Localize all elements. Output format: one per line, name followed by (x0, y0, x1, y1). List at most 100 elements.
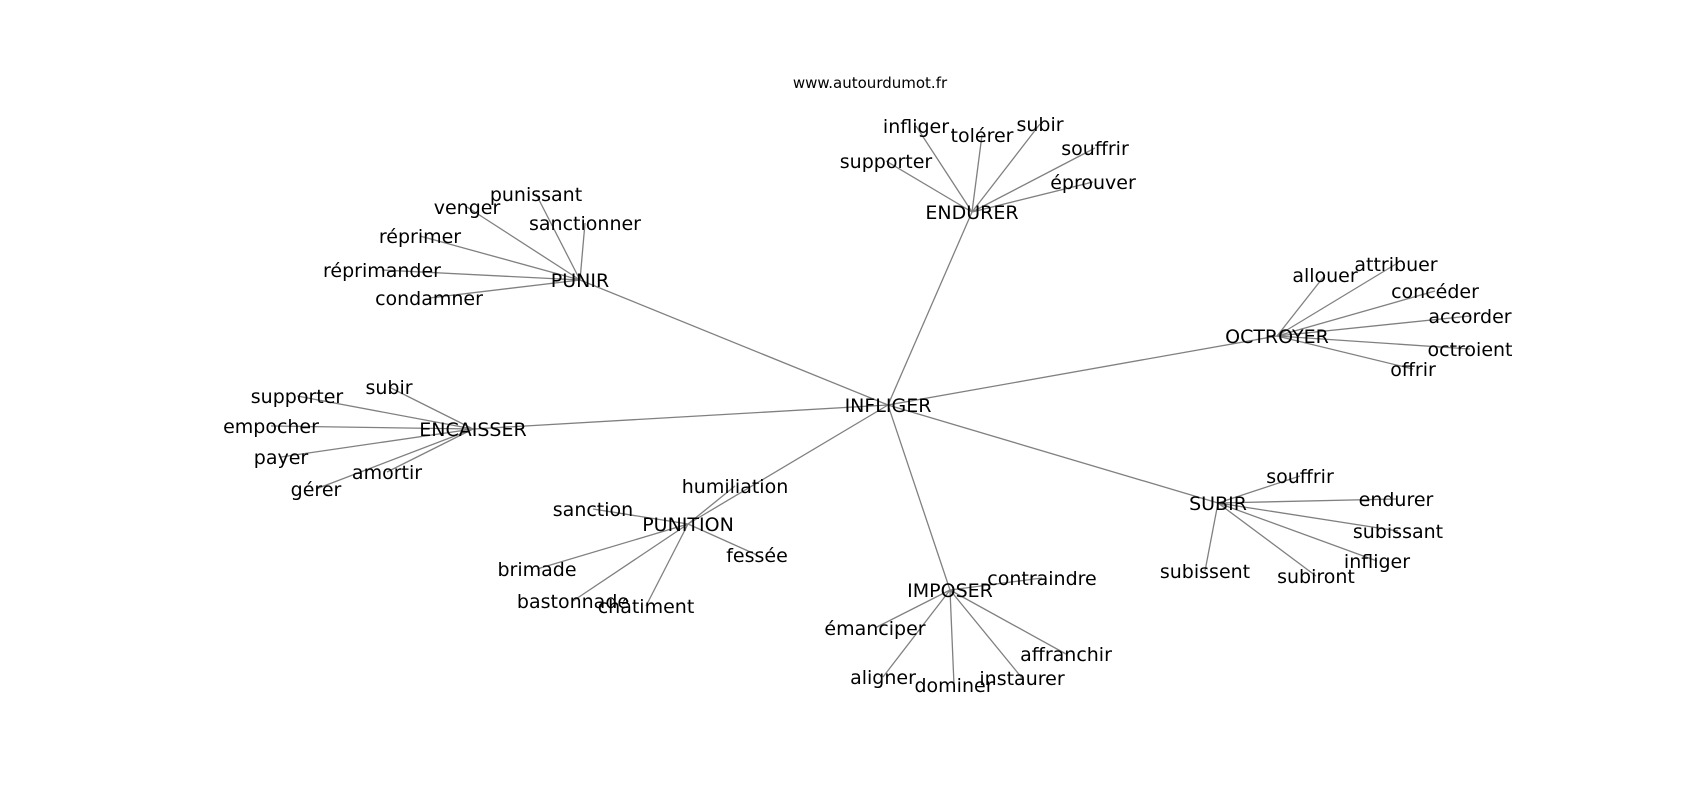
center-node[interactable]: INFLIGER (845, 395, 932, 417)
leaf-node-encaisser-1[interactable]: supporter (251, 386, 344, 408)
leaf-node-encaisser-2[interactable]: empocher (223, 416, 319, 438)
leaf-node-imposer-5[interactable]: instaurer (979, 668, 1064, 690)
edge-center-subir (887, 404, 1219, 504)
leaf-node-imposer-1[interactable]: émanciper (824, 618, 925, 640)
leaf-node-octroyer-3[interactable]: accorder (1428, 306, 1511, 328)
edge-imposer-4 (949, 589, 955, 686)
edge-octroyer-2 (1276, 290, 1436, 337)
edge-punir-1 (466, 206, 581, 281)
edge-punir-3 (419, 235, 581, 281)
hub-node-encaisser[interactable]: ENCAISSER (419, 419, 526, 441)
leaf-node-endurer-0[interactable]: infliger (883, 116, 949, 138)
hub-node-subir[interactable]: SUBIR (1189, 493, 1247, 515)
leaf-node-encaisser-3[interactable]: payer (254, 447, 309, 469)
hub-node-octroyer[interactable]: OCTROYER (1225, 326, 1329, 348)
leaf-node-subir-5[interactable]: subiront (1277, 566, 1355, 588)
edge-subir-4 (1204, 502, 1219, 572)
hub-node-endurer[interactable]: ENDURER (925, 202, 1018, 224)
edge-subir-1 (1217, 498, 1397, 504)
leaf-node-octroyer-4[interactable]: octroient (1428, 339, 1513, 361)
edge-subir-3 (1217, 502, 1378, 562)
leaf-node-punition-1[interactable]: sanction (553, 499, 633, 521)
leaf-node-endurer-1[interactable]: tolérer (951, 125, 1014, 147)
edge-encaisser-4 (386, 428, 474, 473)
edge-endurer-2 (971, 123, 1041, 213)
leaf-node-punir-1[interactable]: venger (434, 197, 501, 219)
leaf-node-imposer-2[interactable]: affranchir (1020, 644, 1112, 666)
edge-center-endurer (887, 211, 973, 406)
edge-center-punition (687, 404, 889, 525)
leaf-node-encaisser-0[interactable]: subir (365, 377, 412, 399)
edge-punition-4 (572, 523, 689, 602)
edge-punition-3 (536, 523, 689, 570)
leaf-node-imposer-0[interactable]: contraindre (987, 568, 1096, 590)
leaf-node-punir-3[interactable]: réprimer (379, 226, 461, 248)
edge-endurer-3 (971, 147, 1096, 213)
edge-punir-2 (579, 222, 586, 281)
edge-center-encaisser (472, 404, 889, 430)
edge-octroyer-1 (1276, 263, 1397, 337)
leaf-node-imposer-3[interactable]: aligner (850, 667, 916, 689)
leaf-node-punition-2[interactable]: fessée (726, 545, 788, 567)
leaf-node-imposer-4[interactable]: dominer (914, 675, 993, 697)
edge-encaisser-2 (270, 425, 474, 430)
edge-subir-0 (1217, 475, 1301, 504)
hub-node-imposer[interactable]: IMPOSER (907, 580, 993, 602)
leaf-node-octroyer-5[interactable]: offrir (1390, 359, 1436, 381)
graph-edges (270, 123, 1471, 686)
edge-encaisser-3 (280, 428, 474, 458)
leaf-node-encaisser-4[interactable]: amortir (352, 462, 422, 484)
leaf-node-subir-4[interactable]: subissent (1160, 561, 1250, 583)
edge-encaisser-0 (388, 386, 474, 430)
edge-imposer-2 (949, 589, 1067, 655)
edge-subir-2 (1217, 502, 1399, 532)
leaf-node-encaisser-5[interactable]: gérer (291, 479, 342, 501)
watermark: www.autourdumot.fr (793, 74, 948, 92)
leaf-node-punition-4[interactable]: bastonnade (517, 591, 629, 613)
leaf-node-punir-4[interactable]: réprimander (323, 260, 441, 282)
leaf-node-punir-2[interactable]: sanctionner (529, 213, 641, 235)
leaf-node-octroyer-1[interactable]: attribuer (1354, 254, 1437, 276)
edge-imposer-5 (949, 589, 1023, 679)
edge-punir-5 (428, 279, 581, 299)
edge-imposer-1 (874, 589, 951, 629)
leaf-node-octroyer-2[interactable]: concéder (1391, 281, 1479, 303)
hub-node-punition[interactable]: PUNITION (642, 514, 734, 536)
edge-center-punir (579, 279, 889, 406)
edge-imposer-3 (882, 589, 951, 678)
edge-endurer-1 (971, 134, 983, 213)
edge-subir-5 (1217, 502, 1317, 577)
edge-punition-0 (687, 485, 736, 525)
edge-octroyer-3 (1276, 315, 1471, 337)
edge-punition-2 (687, 523, 758, 556)
leaf-node-endurer-3[interactable]: souffrir (1061, 138, 1129, 160)
leaf-node-punition-3[interactable]: brimade (497, 559, 576, 581)
leaf-node-punir-0[interactable]: punissant (490, 184, 582, 206)
edge-punition-1 (592, 508, 689, 525)
leaf-node-subir-0[interactable]: souffrir (1266, 466, 1334, 488)
leaf-node-punir-5[interactable]: condamner (375, 288, 483, 310)
leaf-node-octroyer-0[interactable]: allouer (1292, 265, 1358, 287)
edge-encaisser-5 (315, 428, 474, 490)
edge-punir-0 (535, 193, 581, 281)
leaf-node-subir-2[interactable]: subissant (1353, 521, 1443, 543)
leaf-node-subir-3[interactable]: infliger (1344, 551, 1410, 573)
edge-punition-5 (645, 523, 689, 607)
leaf-node-endurer-2[interactable]: subir (1016, 114, 1063, 136)
leaf-node-punition-0[interactable]: humiliation (682, 476, 788, 498)
leaf-node-endurer-4[interactable]: supporter (840, 151, 933, 173)
edge-endurer-0 (915, 125, 973, 213)
leaf-node-subir-1[interactable]: endurer (1359, 489, 1434, 511)
edge-octroyer-0 (1276, 274, 1326, 337)
edge-endurer-4 (885, 160, 973, 213)
edge-punir-4 (381, 269, 581, 281)
hub-node-punir[interactable]: PUNIR (551, 270, 609, 292)
edge-endurer-5 (971, 181, 1094, 213)
edge-center-octroyer (887, 335, 1278, 406)
edge-encaisser-1 (296, 395, 474, 430)
edge-imposer-0 (949, 577, 1043, 591)
leaf-node-punition-5[interactable]: châtiment (598, 596, 695, 618)
leaf-node-endurer-5[interactable]: éprouver (1050, 172, 1136, 194)
